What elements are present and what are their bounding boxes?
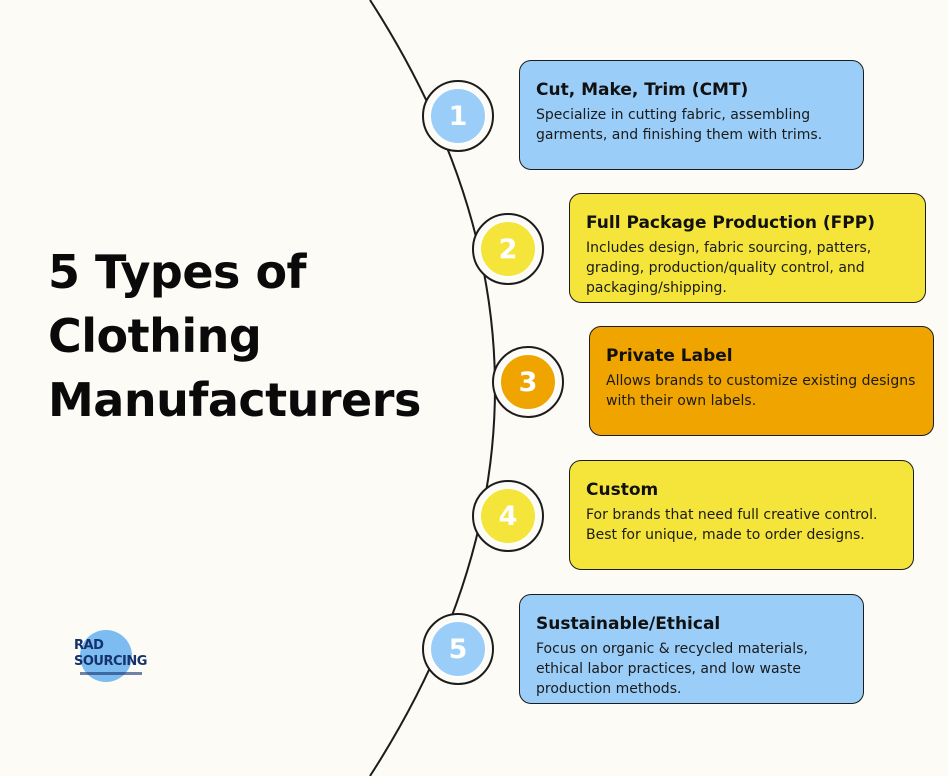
rad-sourcing-logo: RAD SOURCING xyxy=(68,630,152,686)
step-badge-5: 5 xyxy=(422,613,494,685)
step-card-5: Sustainable/Ethical Focus on organic & r… xyxy=(519,594,864,704)
step-description-2: Includes design, fabric sourcing, patter… xyxy=(586,240,872,296)
step-card-3: Private Label Allows brands to customize… xyxy=(589,326,934,436)
step-number-2: 2 xyxy=(479,220,537,278)
step-description-1: Specialize in cutting fabric, assembling… xyxy=(536,107,823,143)
step-number-1: 1 xyxy=(429,87,487,145)
logo-tagline-bar xyxy=(80,672,142,675)
step-badge-1: 1 xyxy=(422,80,494,152)
step-heading-1: Cut, Make, Trim (CMT) xyxy=(536,80,749,100)
step-number-5: 5 xyxy=(429,620,487,678)
step-description-5: Focus on organic & recycled materials, e… xyxy=(536,641,808,697)
step-heading-2: Full Package Production (FPP) xyxy=(586,213,875,233)
step-badge-2: 2 xyxy=(472,213,544,285)
step-number-4: 4 xyxy=(479,487,537,545)
step-card-2: Full Package Production (FPP) Includes d… xyxy=(569,193,926,303)
step-description-3: Allows brands to customize existing desi… xyxy=(606,373,916,409)
page-title: 5 Types of Clothing Manufacturers xyxy=(48,240,468,432)
step-badge-4: 4 xyxy=(472,480,544,552)
step-heading-4: Custom xyxy=(586,480,659,500)
step-description-4: For brands that need full creative contr… xyxy=(586,507,878,543)
title-line-2: Clothing xyxy=(48,309,262,363)
step-heading-3: Private Label xyxy=(606,346,733,366)
logo-word-rad: RAD xyxy=(74,638,104,653)
logo-word-sourcing: SOURCING xyxy=(74,654,147,669)
step-heading-5: Sustainable/Ethical xyxy=(536,614,721,634)
step-badge-3: 3 xyxy=(492,346,564,418)
step-number-3: 3 xyxy=(499,353,557,411)
title-line-3: Manufacturers xyxy=(48,373,421,427)
step-card-4: Custom For brands that need full creativ… xyxy=(569,460,914,570)
title-line-1: 5 Types of xyxy=(48,245,307,299)
step-card-1: Cut, Make, Trim (CMT) Specialize in cutt… xyxy=(519,60,864,170)
